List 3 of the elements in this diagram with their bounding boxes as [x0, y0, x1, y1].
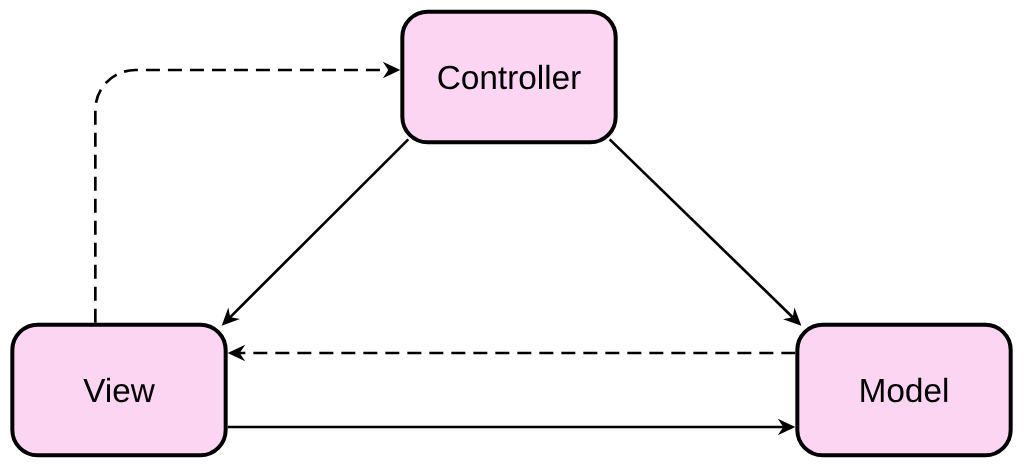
process-box: View	[10, 322, 228, 458]
process-box: Model	[795, 322, 1013, 458]
process-box: Controller	[400, 9, 618, 145]
